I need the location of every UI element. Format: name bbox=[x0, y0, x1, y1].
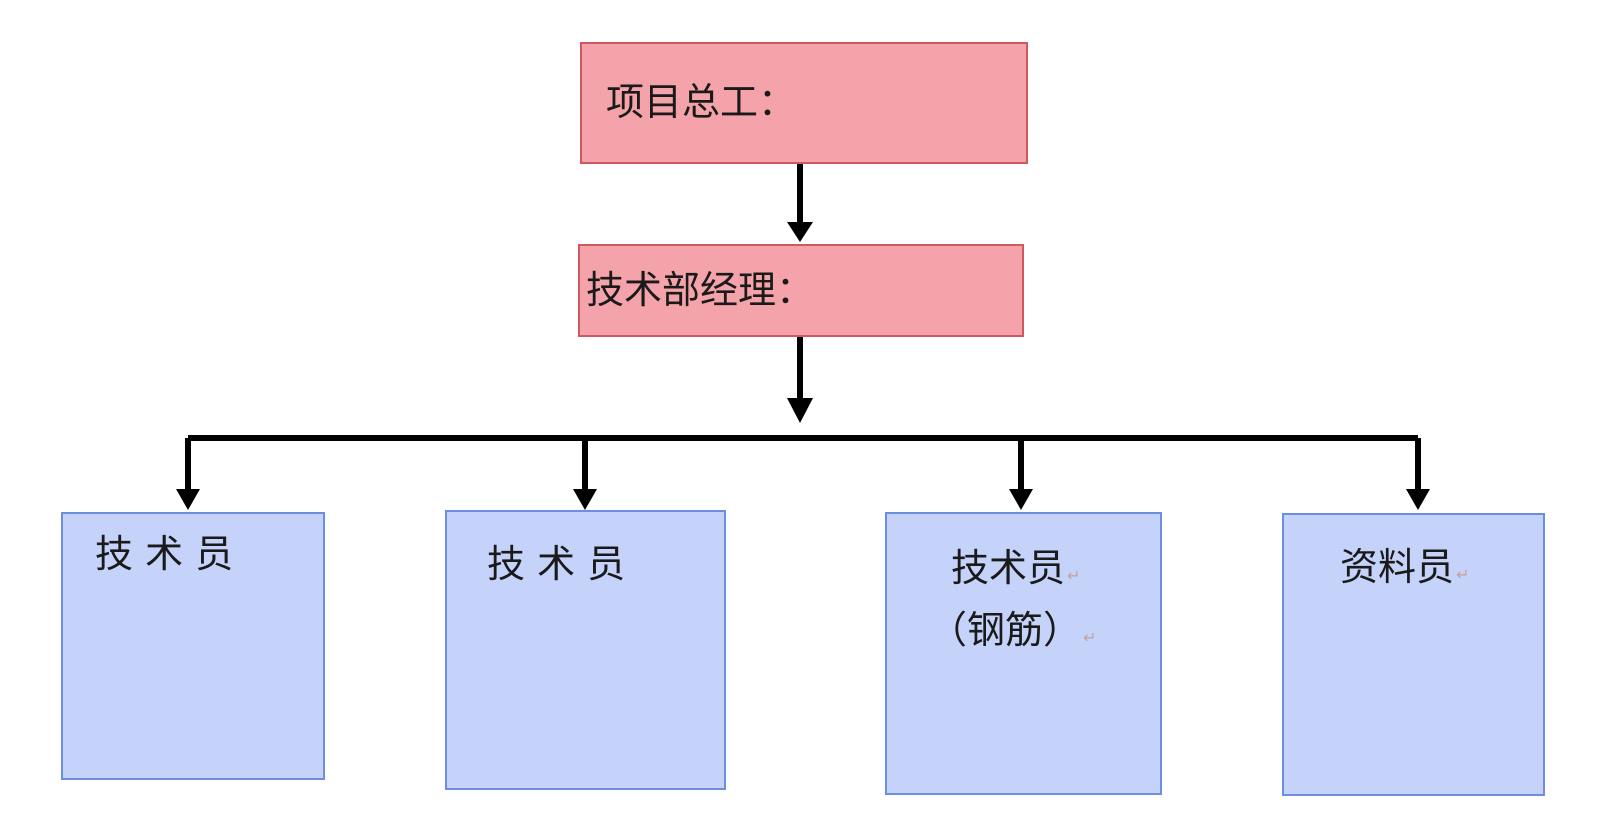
chief-engineer-box: 项目总工： bbox=[580, 42, 1028, 164]
staff-box-2-label: 技 术 员 bbox=[487, 542, 626, 586]
arrowhead-staff-1 bbox=[176, 489, 200, 510]
staff-box-3-label-line1: 技术员 bbox=[951, 546, 1066, 590]
chief-engineer-label: 项目总工： bbox=[606, 80, 797, 124]
arrowhead-staff-4 bbox=[1406, 489, 1430, 510]
staff-box-3-line2: （钢筋）↵ bbox=[929, 608, 1096, 660]
staff-box-4-label: 资料员 bbox=[1340, 545, 1455, 589]
staff-box-3: 技术员↵ （钢筋）↵ bbox=[885, 512, 1162, 795]
staff-box-4-line: 资料员↵ bbox=[1340, 545, 1469, 597]
arrowhead-staff-2 bbox=[573, 489, 597, 510]
paragraph-mark-3: ↵ bbox=[1456, 565, 1470, 584]
staff-box-4: 资料员↵ bbox=[1282, 513, 1545, 796]
tech-manager-label: 技术部经理： bbox=[586, 268, 815, 312]
tech-manager-box: 技术部经理： bbox=[578, 244, 1024, 337]
staff-box-1: 技 术 员 bbox=[61, 512, 325, 780]
staff-box-3-label-line2: （钢筋） bbox=[929, 608, 1082, 652]
staff-box-1-label: 技 术 员 bbox=[95, 532, 234, 576]
staff-box-3-line1: 技术员↵ bbox=[951, 546, 1080, 598]
staff-box-2: 技 术 员 bbox=[445, 510, 726, 790]
arrowhead-staff-3 bbox=[1009, 489, 1033, 510]
paragraph-mark-2: ↵ bbox=[1083, 628, 1097, 647]
arrowhead-manager bbox=[787, 222, 813, 242]
arrowhead-bus bbox=[787, 398, 813, 423]
paragraph-mark-1: ↵ bbox=[1067, 566, 1081, 585]
